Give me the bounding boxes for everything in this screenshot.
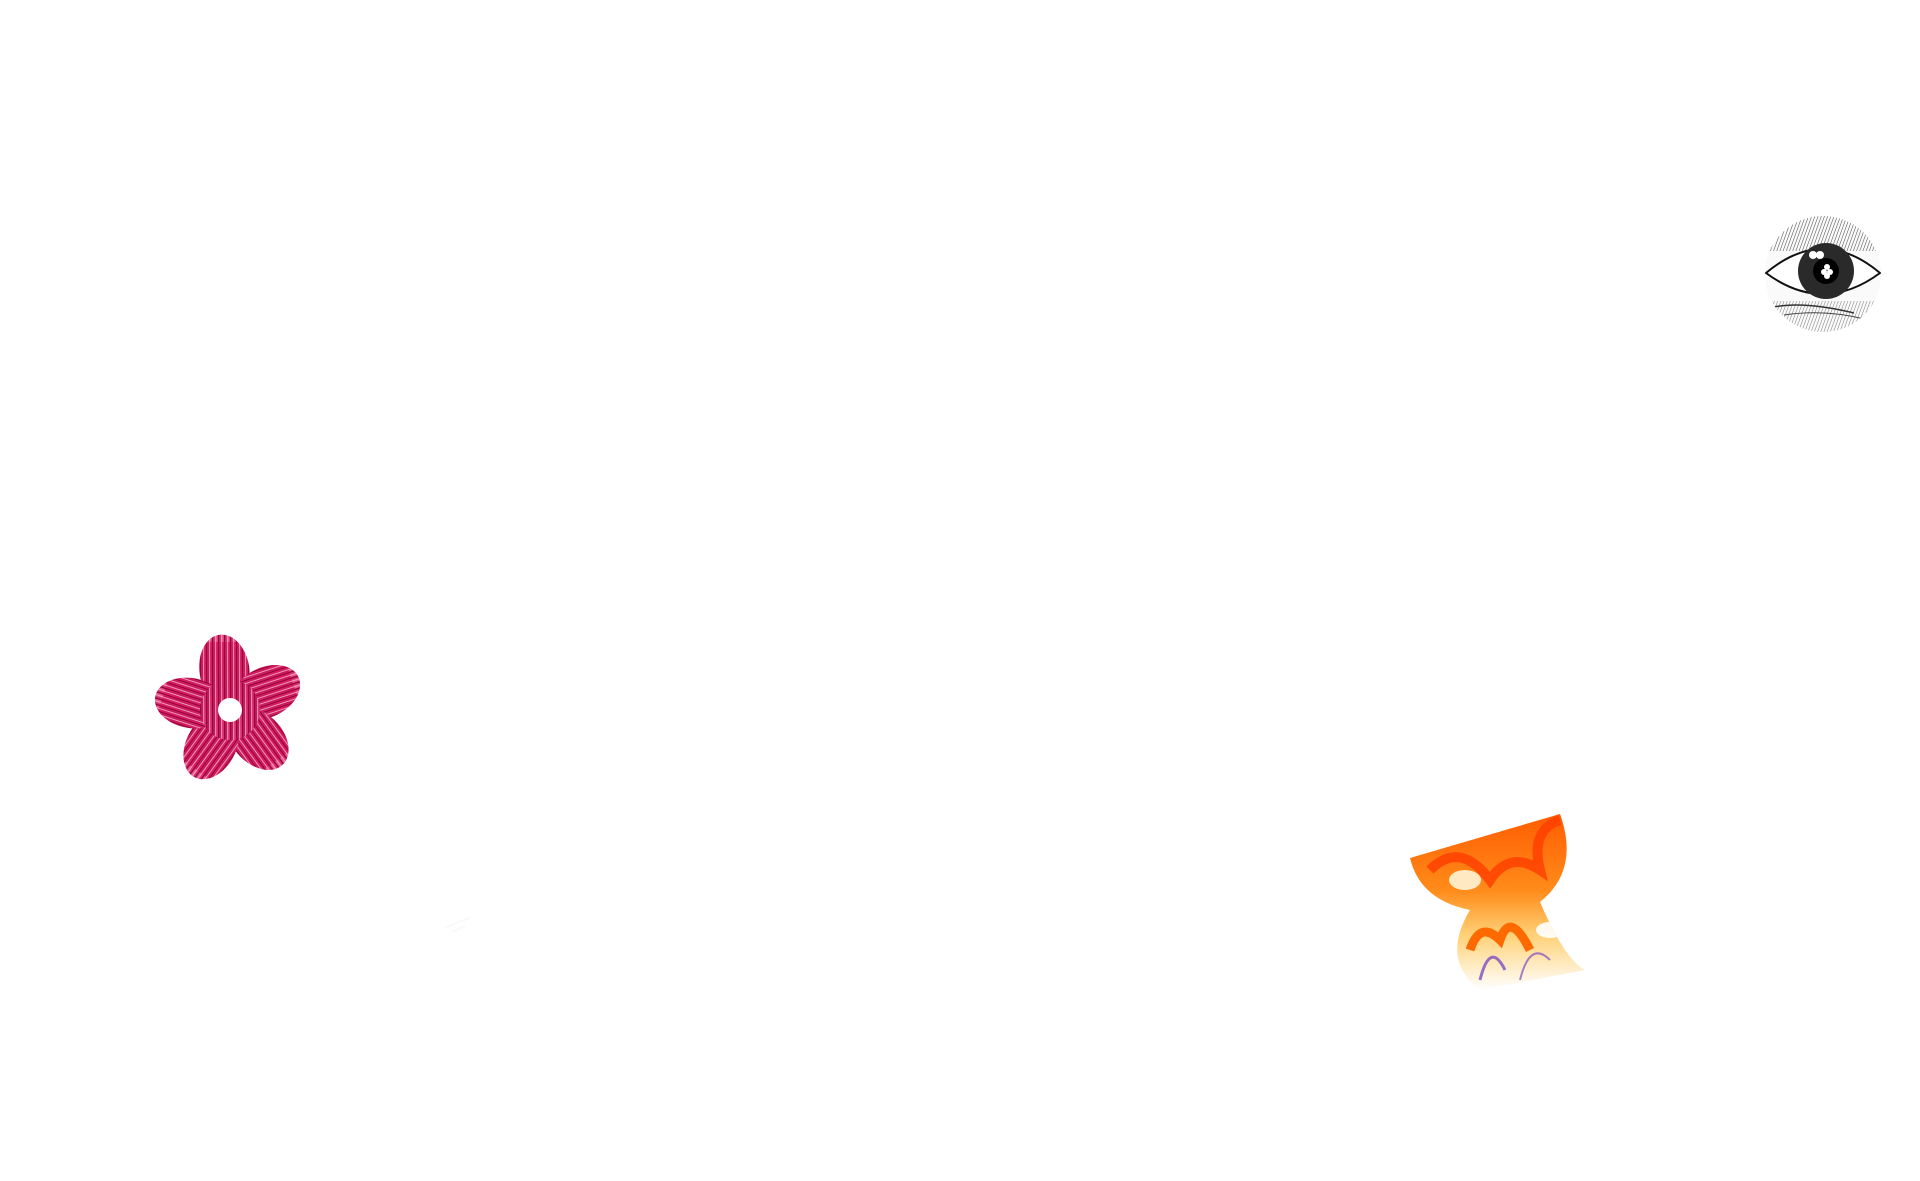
eye-icon — [1765, 216, 1881, 332]
eye-highlight-icon — [1809, 251, 1833, 279]
sparkle-icon — [444, 917, 471, 933]
flower-icon — [154, 634, 301, 780]
flame-icon — [1410, 814, 1585, 990]
